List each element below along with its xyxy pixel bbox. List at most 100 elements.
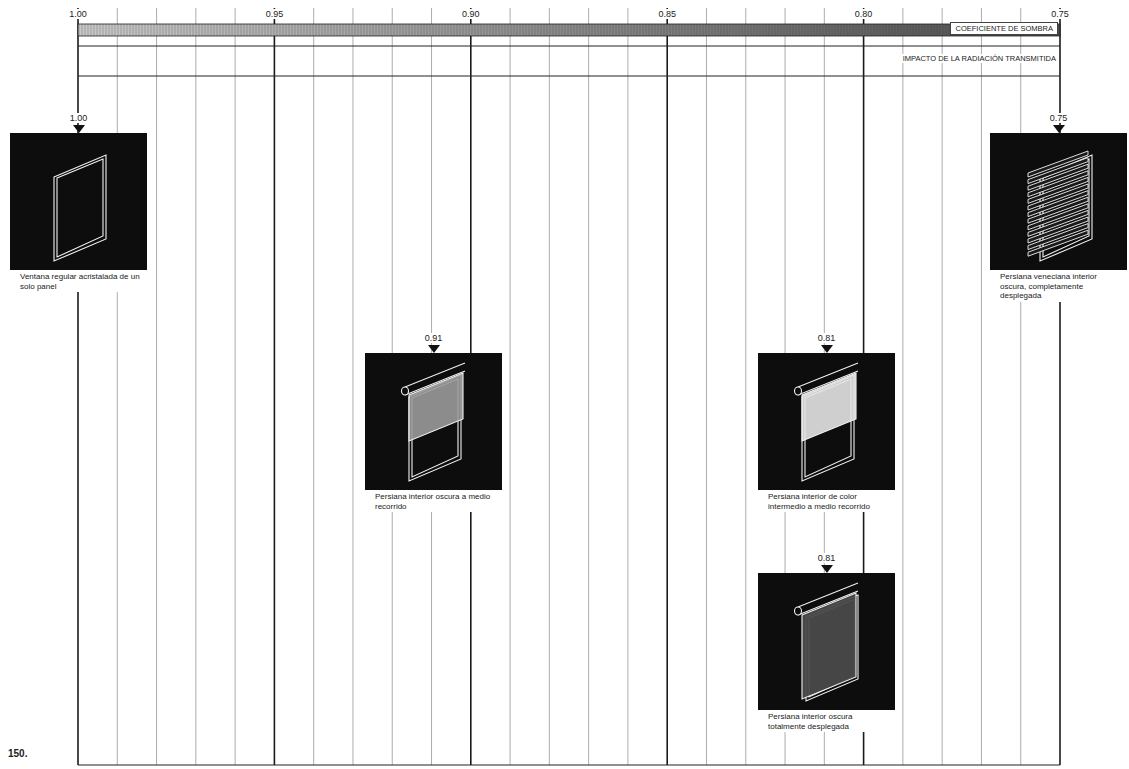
coefficient-value: 1.00: [68, 113, 90, 123]
icon-strokes: [402, 363, 466, 481]
device-illustration: [758, 353, 895, 490]
device-illustration: [10, 133, 147, 270]
roller-tube: [405, 371, 465, 395]
device-icon: [10, 133, 147, 270]
grid-line: [274, 8, 276, 765]
marker-triangle: [1053, 125, 1065, 133]
scale-value: 1.00: [67, 10, 89, 20]
grid-line: [549, 8, 550, 765]
device-icon: [758, 573, 895, 710]
roller-end: [402, 387, 409, 395]
shade-bar: [78, 24, 1060, 36]
device-caption: Persiana interior oscura a medio recorri…: [365, 490, 502, 512]
label-text: 1.00: [67, 9, 89, 19]
value-marker: 1.00: [10, 112, 147, 124]
marker-triangle: [428, 344, 440, 353]
shade-bar-hatch: [78, 24, 1060, 36]
device-icon: [758, 353, 895, 490]
shade-bar-frame: [78, 24, 1060, 36]
scale-value: 0.95: [264, 10, 286, 20]
device-illustration: [365, 353, 502, 490]
axis-subtitle: IMPACTO DE LA RADIACIÓN TRANSMITIDA: [901, 55, 1058, 63]
shading-device-card: 0.91Persiana interior oscura a medio rec…: [365, 332, 502, 512]
device-caption: Ventana regular acristalada de un solo p…: [10, 270, 147, 292]
grid-lines: [78, 8, 1060, 765]
coefficient-value: 0.81: [816, 333, 838, 343]
grid-line: [588, 8, 589, 765]
icon-strokes: [1028, 151, 1092, 261]
label-text: COEFICIENTE DE SOMBRA: [950, 22, 1058, 35]
grid-line: [627, 8, 628, 765]
icon-strokes: [795, 363, 859, 481]
shading-device-card: 0.81Persiana interior de color intermedi…: [758, 332, 895, 512]
grid-line: [117, 8, 118, 765]
grid-line: [352, 8, 353, 765]
value-marker: 0.75: [990, 112, 1127, 124]
roller-end: [795, 607, 802, 615]
label-text: 0.75: [1049, 9, 1071, 19]
glass-pane-inner: [57, 159, 103, 257]
marker-triangle: [821, 564, 833, 573]
scale-value: 0.90: [460, 10, 482, 20]
label-text: 0.85: [656, 9, 678, 19]
marker-triangle: [1053, 124, 1065, 133]
scale-value: 0.85: [656, 10, 678, 20]
header-rule: [78, 75, 1060, 76]
figure-number: 150.: [6, 748, 29, 759]
roller-tube: [798, 591, 858, 615]
device-icon: [365, 353, 502, 490]
grid-line: [706, 8, 707, 765]
value-marker: 0.81: [758, 552, 895, 564]
grid-line: [195, 8, 196, 765]
header-rule: [78, 46, 1060, 47]
roller-tube: [798, 371, 858, 395]
icon-strokes: [54, 155, 106, 261]
device-illustration: [990, 133, 1127, 270]
venetian-slat: [1028, 230, 1088, 256]
grid-line: [156, 8, 157, 765]
marker-triangle: [821, 345, 833, 353]
marker-triangle: [428, 345, 440, 353]
device-caption: Persiana interior de color intermedio a …: [758, 490, 895, 512]
label-text: IMPACTO DE LA RADIACIÓN TRANSMITIDA: [901, 54, 1058, 63]
label-text: 0.95: [264, 9, 286, 19]
coefficient-value: 0.91: [423, 333, 445, 343]
marker-triangle: [821, 565, 833, 573]
grid-line: [666, 8, 668, 765]
device-icon: [990, 133, 1127, 270]
device-illustration: [758, 573, 895, 710]
blind-fabric: [409, 373, 463, 441]
roller-end: [795, 387, 802, 395]
label-text: 0.80: [853, 9, 875, 19]
marker-triangle: [821, 344, 833, 353]
grid-line: [1020, 8, 1021, 765]
bottom-rule: [78, 764, 1060, 765]
grid-line: [902, 8, 903, 765]
grid-line: [510, 8, 511, 765]
glass-pane: [54, 155, 106, 261]
grid-line: [313, 8, 314, 765]
value-marker: 0.81: [758, 332, 895, 344]
marker-triangle: [73, 125, 85, 133]
grid-line: [235, 8, 236, 765]
scale-value: 0.80: [853, 10, 875, 20]
shading-device-card: 1.00Ventana regular acristalada de un so…: [10, 112, 147, 292]
blind-fabric: [802, 593, 856, 699]
device-caption: Persiana veneciana interior oscura, comp…: [990, 270, 1127, 302]
shading-device-card: 0.75Persiana veneciana interior oscura, …: [990, 112, 1127, 302]
grid-line: [745, 8, 746, 765]
value-marker: 0.91: [365, 332, 502, 344]
shading-device-card: 0.81Persiana interior oscura totalmente …: [758, 552, 895, 732]
marker-triangle: [73, 124, 85, 133]
icon-strokes: [795, 583, 859, 701]
scale-value: 0.75: [1049, 10, 1071, 20]
coefficient-value: 0.75: [1048, 113, 1070, 123]
label-text: 150.: [6, 748, 29, 759]
coefficient-value: 0.81: [816, 553, 838, 563]
label-text: 0.90: [460, 9, 482, 19]
blind-fabric: [802, 373, 856, 441]
grid-line: [942, 8, 943, 765]
device-caption: Persiana interior oscura totalmente desp…: [758, 710, 895, 732]
grid-line: [981, 8, 982, 765]
